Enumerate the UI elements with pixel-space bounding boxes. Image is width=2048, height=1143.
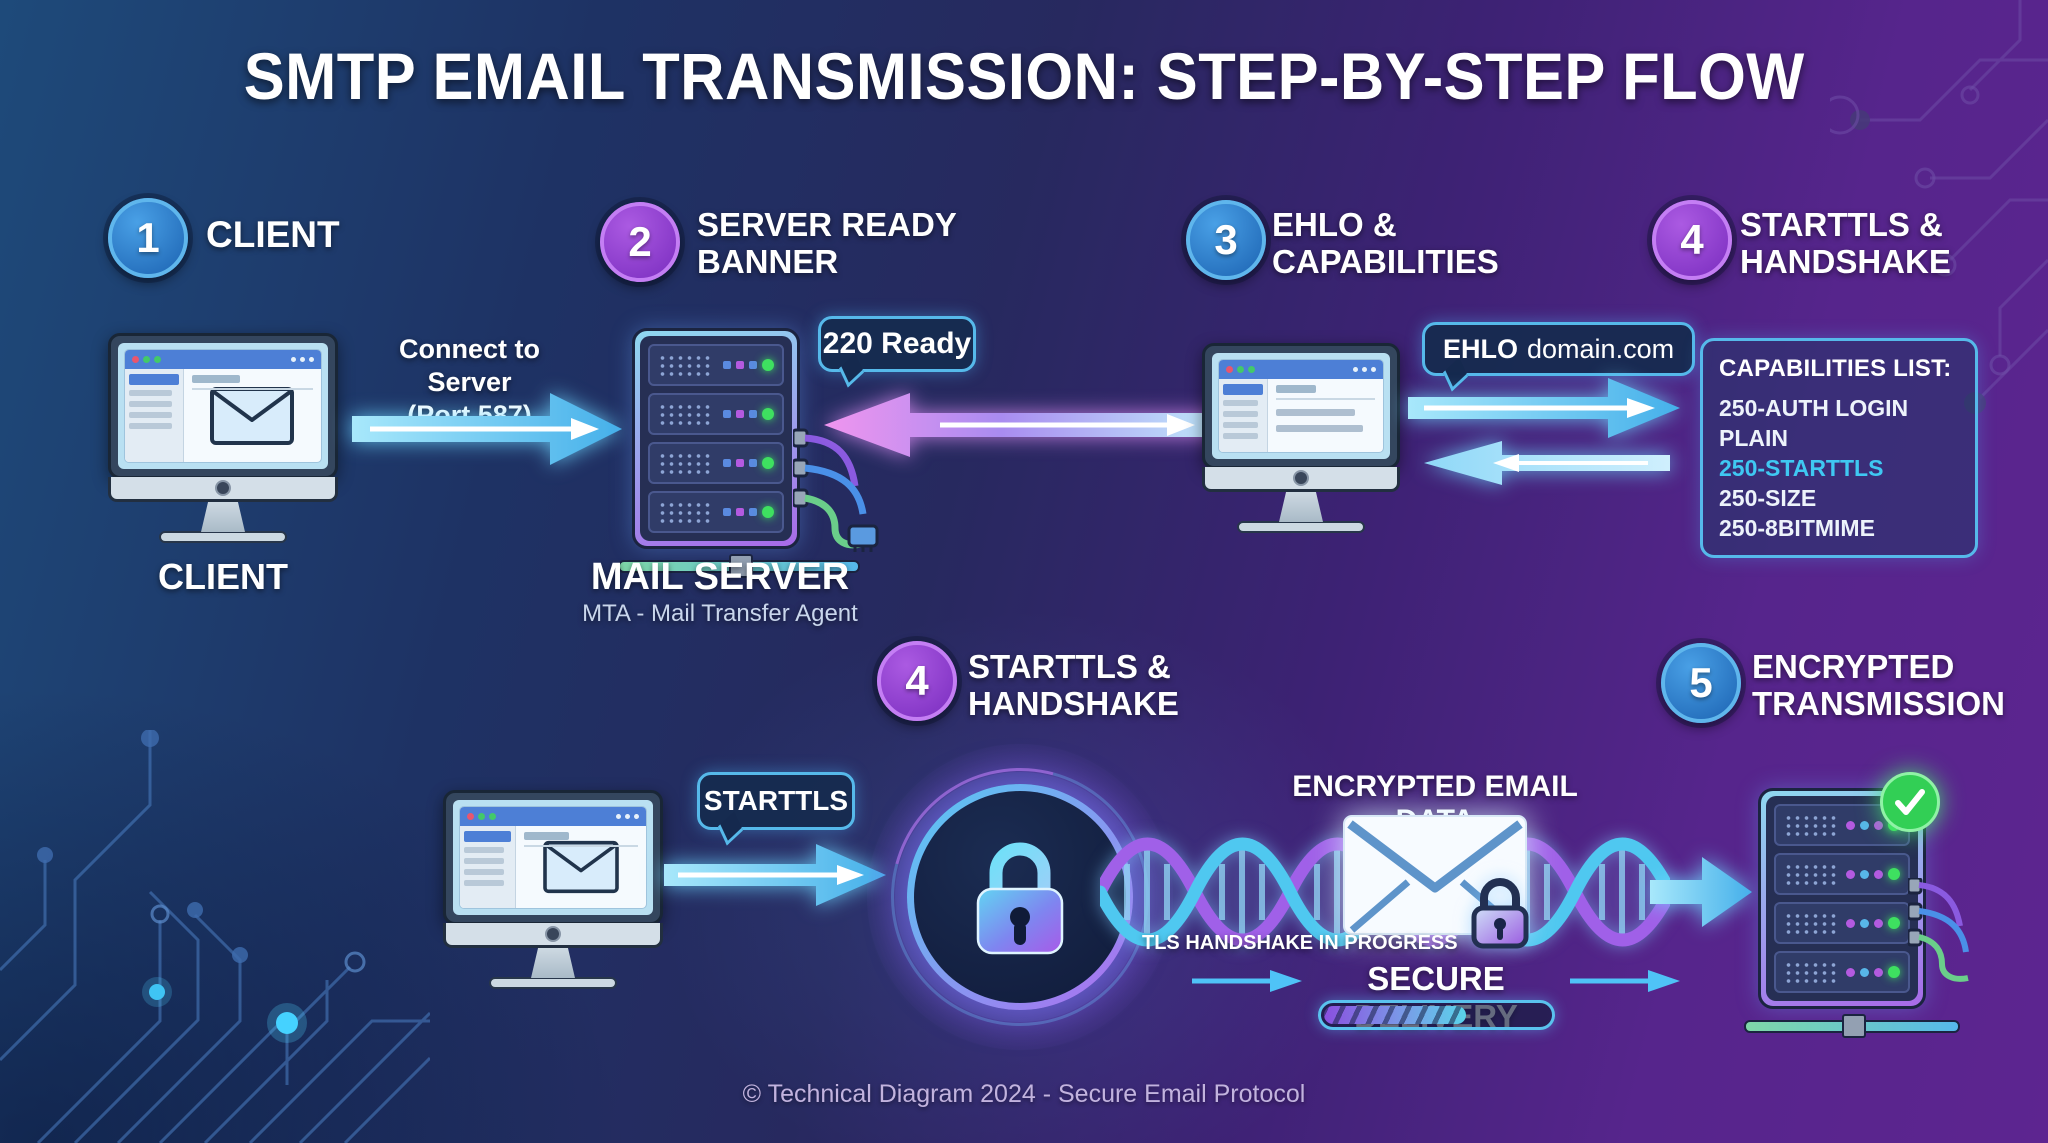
mail-server [618,328,879,578]
progress-bar [1318,1000,1555,1030]
ehlo-bubble: EHLO domain.com [1422,322,1696,376]
arrow-starttls-right [664,844,886,906]
window-titlebar [125,350,321,369]
client-computer-step4 [443,790,663,989]
page-title: SMTP EMAIL TRANSMISSION: STEP-BY-STEP FL… [243,39,1805,113]
capability-item-starttls: 250-STARTTLS [1719,455,1884,481]
step-4-top-label: STARTTLS &HANDSHAKE [1740,206,1951,280]
mail-server-subcaption: MTA - Mail Transfer Agent [582,600,858,627]
server-cables [793,428,879,552]
tls-status-label: TLS HANDSHAKE IN PROGRESS [1142,932,1458,954]
tls-lock-emblem [867,744,1173,1050]
arrow-capabilities-left [1424,441,1670,485]
client-caption: CLIENT [158,556,288,597]
step-4-bottom-label: STARTTLS &HANDSHAKE [968,648,1179,722]
starttls-bubble: STARTTLS [697,772,855,830]
mail-server-caption: MAIL SERVER [590,556,850,598]
checkmark-icon [1880,772,1940,832]
capabilities-list: CAPABILITIES LIST: 250-AUTH LOGIN PLAIN … [1700,338,1978,558]
arrow-delivery-right [1650,857,1752,927]
arrow-ehlo-right [1408,378,1680,438]
footer-credit: © Technical Diagram 2024 - Secure Email … [742,1080,1306,1108]
arrow-connect-right [352,393,622,465]
banner-220-bubble: 220 Ready [818,316,976,372]
padlock-icon [976,842,1064,955]
secure-delivery-arrow-right [1570,970,1680,992]
mini-padlock-icon [1471,878,1529,949]
step-1-label: CLIENT [206,214,340,255]
step-3-badge: 3 [1186,200,1266,280]
step-4-bottom-badge: 4 [877,641,957,721]
arrow-banner-left [824,393,1218,457]
envelope-icon [210,386,295,445]
monitor-camera [215,480,231,496]
client-computer-step3 [1202,343,1400,533]
step-3-label: EHLO &CAPABILITIES [1272,206,1499,280]
step-1-badge: 1 [108,198,188,278]
server-cables [1908,878,1969,982]
capability-item: 250-SIZE [1719,485,1817,511]
client-computer [108,333,338,543]
destination-server [1744,772,1969,1038]
progress-fill [1324,1006,1466,1024]
capabilities-heading: CAPABILITIES LIST: [1719,355,1952,382]
step-2-badge: 2 [600,202,680,282]
envelope-icon [543,840,619,894]
capability-item: 250-8BITMIME [1719,515,1875,541]
step-4-top-badge: 4 [1652,200,1732,280]
step-5-badge: 5 [1661,643,1741,723]
capability-item: 250-AUTH LOGIN PLAIN [1719,395,1909,451]
secure-delivery-arrow-left [1192,970,1302,992]
